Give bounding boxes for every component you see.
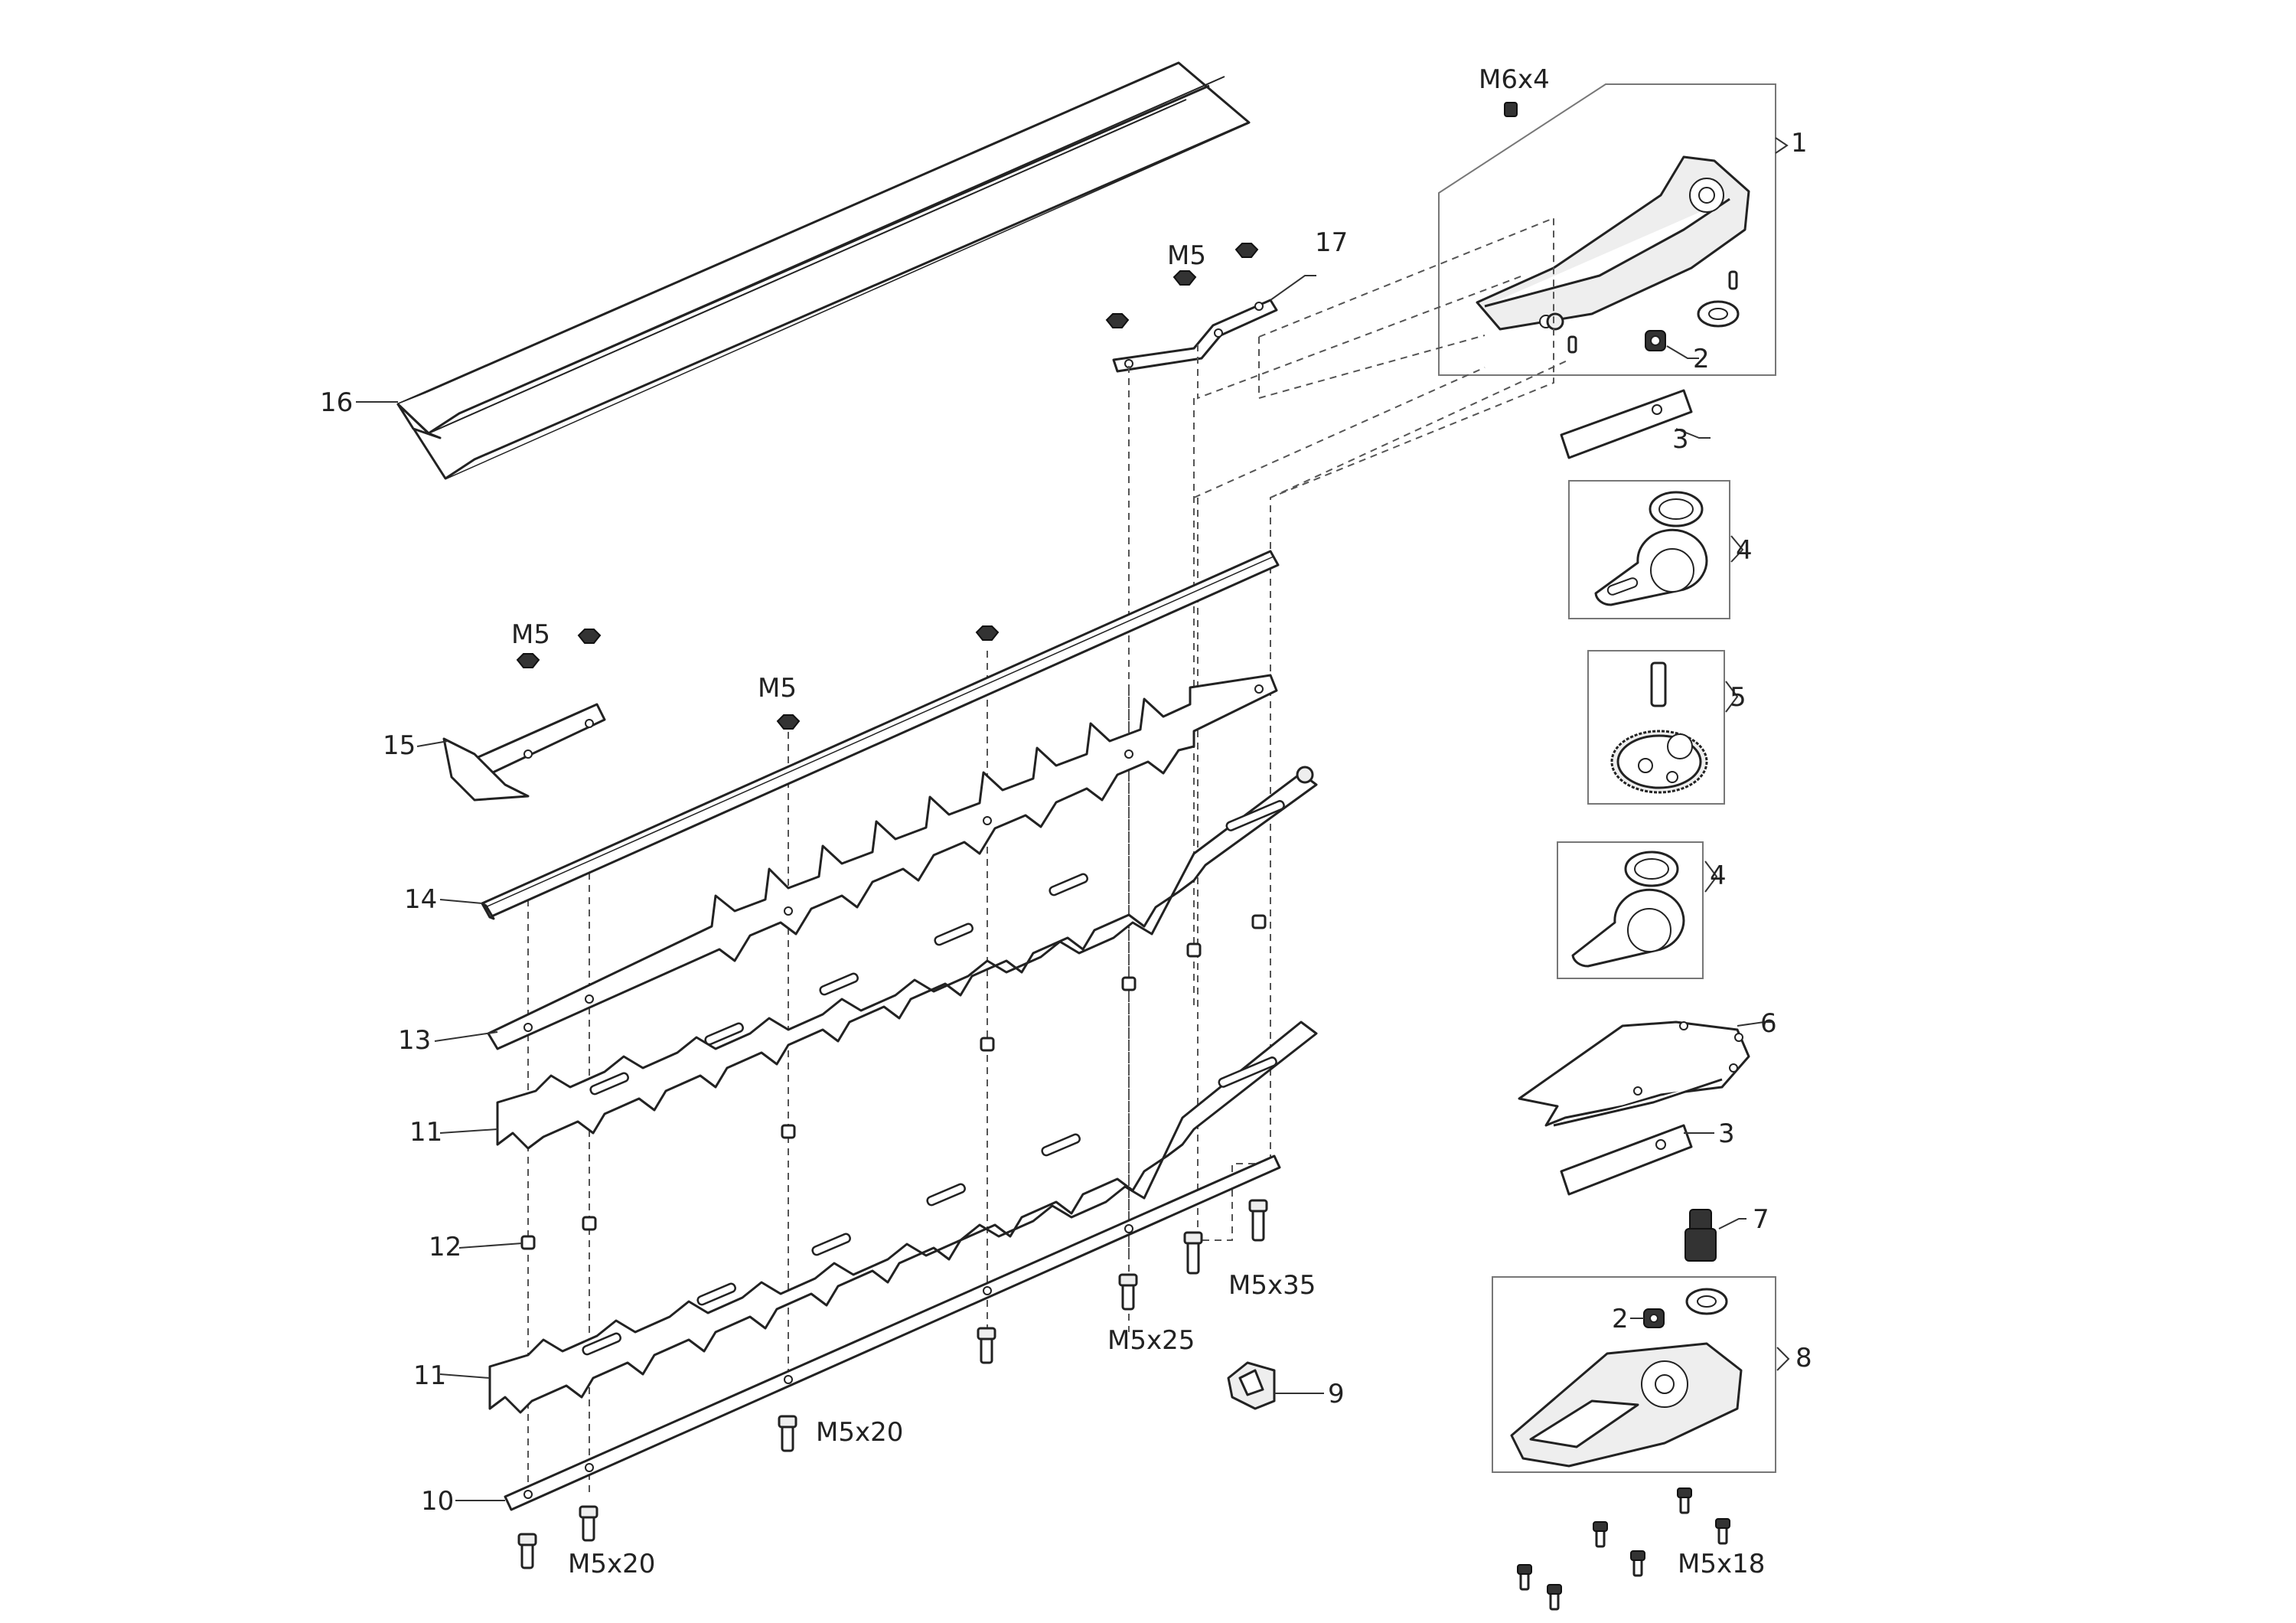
label-12: 12 <box>429 1232 461 1262</box>
screw-m6x4 <box>1504 102 1518 117</box>
label-11-lower: 11 <box>413 1360 446 1391</box>
box-part-4-bottom <box>1557 841 1704 979</box>
screws-m5x18 <box>1517 1487 1730 1611</box>
label-m5-mid: M5 <box>758 673 797 704</box>
bearing-part-1 <box>1697 300 1740 328</box>
pin-part-1 <box>1567 270 1738 354</box>
rail-14 <box>481 550 1280 920</box>
label-2-top: 2 <box>1693 344 1710 374</box>
shim-3-top <box>1560 389 1693 459</box>
hardware-labels: M6x4 M5 M5 M5 M5x35 M5x25 M5x20 M5x20 M5… <box>511 64 1765 1579</box>
gear-cover-8 <box>1510 1342 1743 1468</box>
label-m5x20-bottom: M5x20 <box>568 1549 655 1579</box>
bearing-2-bottom <box>1643 1308 1665 1328</box>
nuts-m5-blade <box>516 625 1000 730</box>
label-5: 5 <box>1730 682 1746 713</box>
hand-guard-15 <box>442 703 606 802</box>
bolts-blade <box>517 1199 1268 1569</box>
blade-13 <box>487 674 1278 1050</box>
label-3-top: 3 <box>1672 424 1689 455</box>
label-4-bottom: 4 <box>1710 860 1727 891</box>
label-m6x4: M6x4 <box>1479 64 1550 95</box>
blade-11-upper <box>496 766 1318 1150</box>
shim-3-bottom <box>1560 1124 1693 1196</box>
spacers-12 <box>520 914 1267 1250</box>
label-14: 14 <box>404 884 437 915</box>
box-part-1 <box>1438 83 1776 376</box>
label-17: 17 <box>1315 227 1348 258</box>
label-m5x35: M5x35 <box>1228 1270 1316 1301</box>
clip-9 <box>1227 1361 1276 1410</box>
label-3-bottom: 3 <box>1718 1118 1735 1149</box>
label-10: 10 <box>421 1486 454 1517</box>
connecting-rod-4-top <box>1594 491 1708 606</box>
gasket-6 <box>1518 1020 1750 1127</box>
label-4-top: 4 <box>1736 535 1753 566</box>
gear-5 <box>1610 661 1708 794</box>
label-m5-left: M5 <box>511 619 550 650</box>
box-part-4-top <box>1568 480 1730 619</box>
label-m5-top: M5 <box>1167 240 1206 271</box>
pinion-7 <box>1684 1209 1717 1262</box>
label-9: 9 <box>1328 1379 1345 1409</box>
label-8: 8 <box>1795 1343 1812 1373</box>
nuts-m5-top <box>1105 243 1259 328</box>
connecting-rod-4-bottom <box>1571 851 1685 968</box>
rail-10 <box>504 1154 1281 1511</box>
label-2-bottom: 2 <box>1612 1304 1629 1334</box>
bracket-17 <box>1112 299 1278 373</box>
gear-housing-1 <box>1476 155 1750 331</box>
label-7: 7 <box>1753 1204 1769 1235</box>
label-m5x25: M5x25 <box>1107 1325 1195 1356</box>
label-6: 6 <box>1760 1008 1777 1039</box>
label-11-upper: 11 <box>409 1117 442 1148</box>
bearing-2-top <box>1645 330 1666 351</box>
bearing-8 <box>1685 1288 1728 1315</box>
box-part-5 <box>1587 650 1725 805</box>
label-1: 1 <box>1791 128 1808 158</box>
blade-11-lower <box>488 1020 1318 1414</box>
box-part-8 <box>1492 1276 1776 1473</box>
blade-guard-16 <box>396 61 1251 480</box>
part-number-labels: 1 2 3 4 5 4 6 3 7 2 8 9 10 11 12 11 13 1… <box>320 128 1812 1517</box>
label-15: 15 <box>383 730 416 761</box>
label-16: 16 <box>320 387 353 418</box>
label-m5x18: M5x18 <box>1678 1549 1765 1579</box>
label-13: 13 <box>398 1025 431 1056</box>
label-m5x20-mid: M5x20 <box>816 1417 903 1448</box>
